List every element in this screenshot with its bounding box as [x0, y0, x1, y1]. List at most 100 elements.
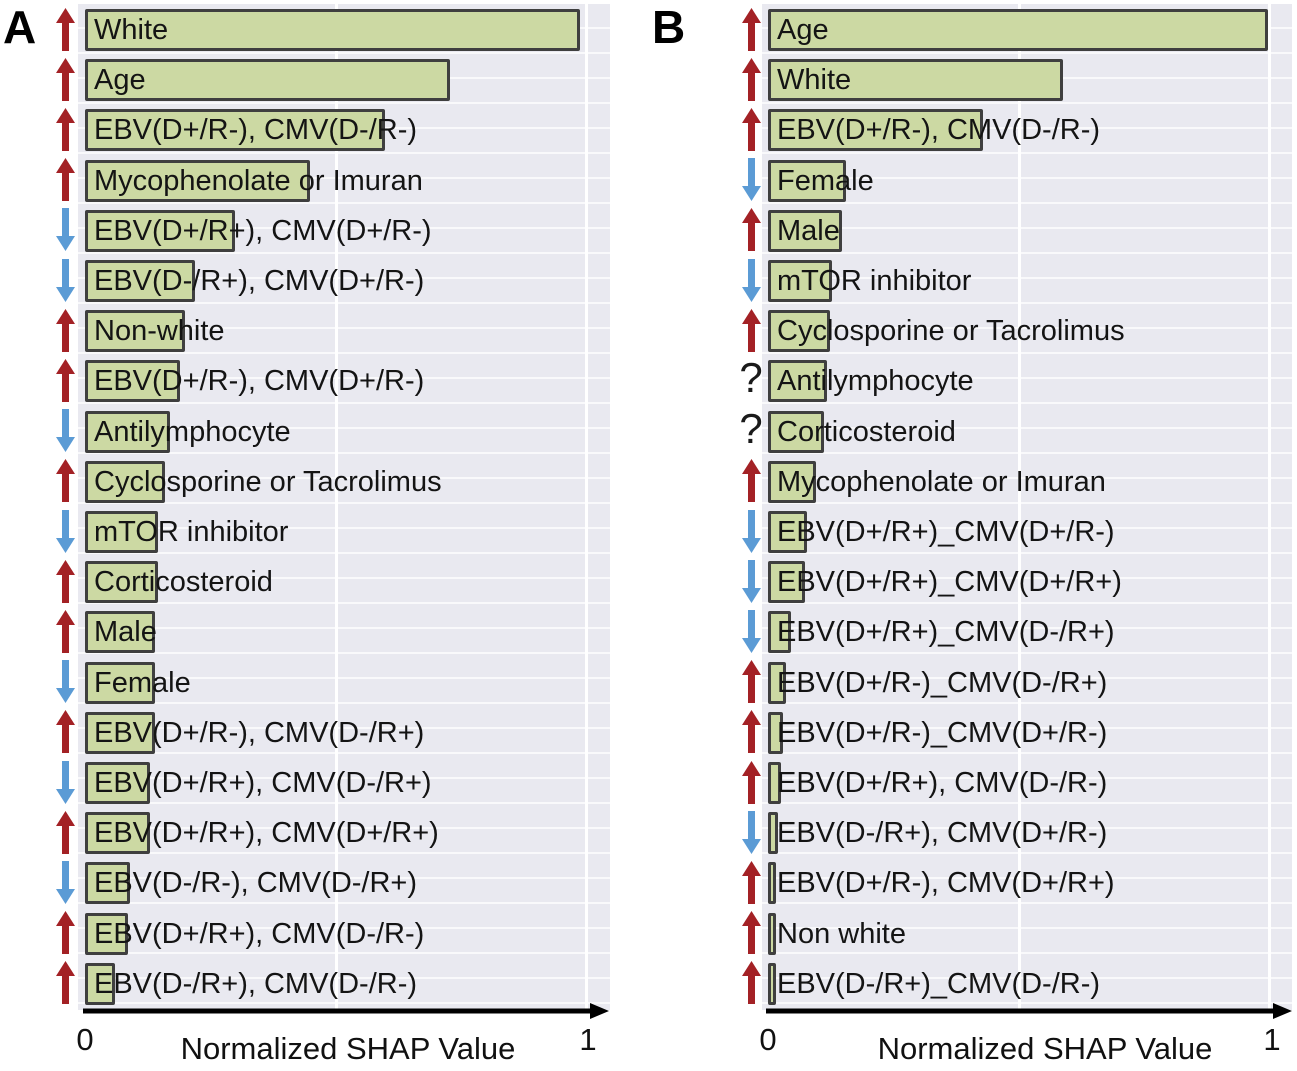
- feature-row: Female: [0, 657, 648, 707]
- increase-arrow-icon: [736, 659, 766, 705]
- shap-bar: [768, 912, 776, 955]
- feature-row: EBV(D-/R+), CMV(D+/R-): [649, 807, 1297, 857]
- feature-label: Corticosteroid: [777, 415, 956, 448]
- feature-label: White: [94, 14, 169, 46]
- increase-arrow-icon: [50, 910, 80, 956]
- shap-bar: [768, 310, 830, 353]
- shap-bar: [768, 862, 776, 905]
- increase-arrow-icon: [736, 56, 766, 102]
- feature-label: Cyclosporine or Tacrolimus: [777, 315, 1125, 348]
- increase-arrow-icon: [736, 960, 766, 1006]
- shap-bar: [85, 661, 155, 704]
- feature-row: Non-white: [0, 305, 648, 355]
- feature-row: EBV(D-/R+), CMV(D+/R-): [0, 255, 648, 305]
- feature-row: ?Corticosteroid: [649, 405, 1297, 456]
- increase-arrow-icon: [50, 6, 80, 52]
- feature-label: Antilymphocyte: [777, 365, 974, 398]
- feature-label: EBV(D+/R-), CMV(D+/R-): [94, 365, 425, 398]
- feature-row: EBV(D+/R-), CMV(D-/R-): [649, 104, 1297, 154]
- increase-arrow-icon: [736, 859, 766, 905]
- panel-a-axis-title: Normalized SHAP Value: [180, 1031, 516, 1066]
- feature-label: EBV(D+/R-), CMV(D-/R+): [94, 716, 425, 749]
- feature-label: EBV(D+/R+), CMV(D-/R+): [94, 767, 432, 799]
- increase-arrow-icon: [736, 458, 766, 504]
- increase-arrow-icon: [50, 608, 80, 654]
- feature-label: Female: [777, 164, 874, 197]
- increase-arrow-icon: [736, 207, 766, 253]
- panel-b-tick-0: 0: [759, 1022, 777, 1057]
- feature-label: EBV(D-/R+), CMV(D+/R-): [94, 265, 425, 297]
- panel-b-plot-area: [762, 4, 1292, 1010]
- feature-label: White: [777, 64, 852, 97]
- shap-bar: [768, 109, 983, 152]
- decrease-arrow-icon: [736, 608, 766, 654]
- feature-label: Cyclosporine or Tacrolimus: [94, 465, 442, 498]
- feature-label: Mycophenolate or Imuran: [94, 164, 423, 197]
- feature-row: EBV(D+/R+), CMV(D-/R+): [0, 757, 648, 807]
- shap-bar: [85, 59, 450, 102]
- panel-a-letter: A: [3, 1, 37, 53]
- feature-row: Corticosteroid: [0, 556, 648, 606]
- shap-bar: [768, 511, 807, 553]
- shap-bar: [768, 59, 1063, 102]
- shap-bar: [768, 762, 781, 804]
- feature-label: EBV(D+/R+)_CMV(D+/R+): [777, 566, 1122, 599]
- feature-label: Non white: [777, 917, 906, 950]
- shap-bar: [768, 812, 778, 855]
- feature-row: EBV(D+/R-), CMV(D-/R+): [0, 707, 648, 757]
- increase-arrow-icon: [736, 709, 766, 755]
- feature-row: Age: [649, 4, 1297, 54]
- feature-row: White: [649, 54, 1297, 104]
- feature-label: mTOR inhibitor: [94, 516, 289, 548]
- shap-bar: [85, 360, 180, 403]
- shap-bar: [768, 711, 783, 754]
- feature-row: mTOR inhibitor: [649, 255, 1297, 305]
- shap-bar: [85, 561, 158, 604]
- shap-bar: [768, 561, 805, 604]
- feature-row: Male: [0, 606, 648, 656]
- shap-bar: [768, 410, 824, 453]
- feature-row: EBV(D+/R-), CMV(D-/R-): [0, 104, 648, 154]
- feature-row: EBV(D-/R-), CMV(D-/R+): [0, 857, 648, 907]
- feature-label: Female: [94, 666, 191, 699]
- feature-row: Mycophenolate or Imuran: [649, 456, 1297, 506]
- increase-arrow-icon: [736, 910, 766, 956]
- feature-label: EBV(D+/R-)_CMV(D+/R-): [777, 716, 1108, 749]
- feature-row: EBV(D+/R-)_CMV(D+/R-): [649, 707, 1297, 757]
- gridline-1-0: [585, 4, 588, 1010]
- panel-a-x-axis: [83, 1003, 609, 1019]
- feature-row: EBV(D+/R-), CMV(D+/R-): [0, 355, 648, 405]
- feature-label: EBV(D+/R-), CMV(D-/R-): [94, 114, 418, 147]
- feature-row: ?Antilymphocyte: [649, 354, 1297, 405]
- increase-arrow-icon: [50, 157, 80, 203]
- feature-row: EBV(D-/R+), CMV(D-/R-): [0, 958, 648, 1008]
- decrease-arrow-icon: [50, 759, 80, 805]
- feature-row: Cyclosporine or Tacrolimus: [0, 456, 648, 506]
- feature-label: EBV(D+/R+)_CMV(D+/R-): [777, 516, 1115, 548]
- decrease-arrow-icon: [50, 408, 80, 454]
- feature-label: EBV(D+/R-), CMV(D-/R-): [777, 114, 1101, 147]
- shap-bar: [768, 159, 846, 202]
- shap-bar: [85, 260, 195, 302]
- increase-arrow-icon: [50, 357, 80, 403]
- shap-bar: [768, 260, 832, 302]
- panel-b-letter: B: [652, 1, 686, 53]
- feature-row: Age: [0, 54, 648, 104]
- feature-label: EBV(D+/R+), CMV(D+/R+): [94, 817, 439, 850]
- feature-label: mTOR inhibitor: [777, 265, 972, 297]
- shap-bar: [768, 360, 827, 403]
- shap-bar: [85, 962, 115, 1005]
- shap-bar: [85, 862, 130, 905]
- feature-row: EBV(D+/R-), CMV(D+/R+): [649, 857, 1297, 907]
- feature-label: Antilymphocyte: [94, 415, 291, 448]
- shap-bar: [768, 661, 786, 704]
- shap-bar: [85, 410, 170, 453]
- shap-bar: [768, 460, 816, 503]
- feature-row: mTOR inhibitor: [0, 506, 648, 556]
- feature-label: Male: [777, 214, 840, 247]
- shap-bar: [85, 460, 165, 503]
- increase-arrow-icon: [50, 106, 80, 152]
- decrease-arrow-icon: [50, 257, 80, 303]
